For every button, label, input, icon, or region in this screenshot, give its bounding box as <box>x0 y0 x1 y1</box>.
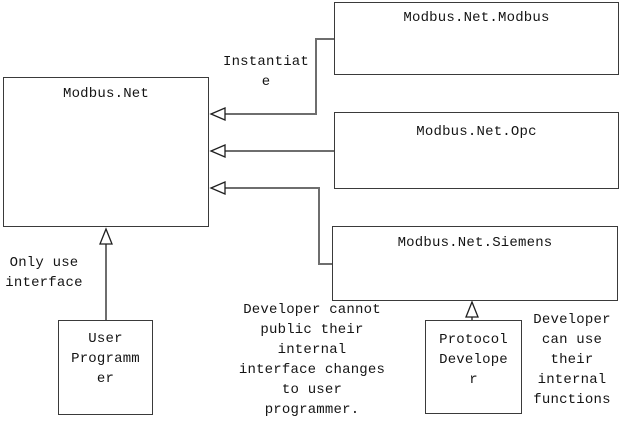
annotation-instantiate: Instantiat e <box>211 52 321 92</box>
box-title-line: r <box>469 372 478 388</box>
annotation-line: to user <box>281 382 343 398</box>
box-title: Modbus.Net.Modbus <box>403 10 550 26</box>
box-title: Modbus.Net.Opc <box>416 124 537 140</box>
annotation-line: interface <box>5 275 83 291</box>
annotation-line: internal <box>277 342 347 358</box>
box-modbus-net-siemens: Modbus.Net.Siemens <box>332 226 618 301</box>
opc-arrowhead-icon <box>209 144 226 158</box>
annotation-only-use-interface: Only use interface <box>0 253 88 293</box>
box-modbus-net-opc: Modbus.Net.Opc <box>334 112 619 189</box>
box-protocol-developer: Protocol Develope r <box>425 320 522 414</box>
annotation-line: interface changes <box>238 362 386 378</box>
annotation-line: Developer <box>533 312 611 328</box>
protocol-developer-arrowhead-icon <box>465 300 479 318</box>
annotation-line: can use <box>541 332 603 348</box>
annotation-developer-cannot: Developer cannot public their internal i… <box>227 300 397 420</box>
instantiate-arrowhead-icon <box>209 107 226 121</box>
box-title: Modbus.Net <box>62 86 149 102</box>
annotation-line: functions <box>533 392 611 408</box>
box-title-line: Protocol <box>439 332 508 348</box>
box-user-programmer: User Programm er <box>58 320 153 415</box>
annotation-line: internal <box>537 372 607 388</box>
annotation-line: public their <box>260 322 364 338</box>
annotation-line: Instantiat <box>222 54 309 70</box>
box-title-line: Programm <box>71 351 140 367</box>
siemens-arrowhead-icon <box>209 181 226 195</box>
annotation-line: e <box>261 74 271 90</box>
annotation-line: their <box>550 352 594 368</box>
box-title-line: User <box>88 331 123 347</box>
annotation-line: programmer. <box>264 402 360 418</box>
annotation-line: Developer cannot <box>243 302 381 318</box>
box-title-line: er <box>96 371 115 387</box>
siemens-connector <box>225 187 332 265</box>
box-title-line: Develope <box>439 352 508 368</box>
box-title: Modbus.Net.Siemens <box>397 235 553 251</box>
annotation-line: Only use <box>9 255 79 271</box>
box-modbus-net: Modbus.Net <box>3 77 209 227</box>
annotation-developer-can-use: Developer can use their internal functio… <box>517 310 624 410</box>
user-programmer-arrowhead-icon <box>99 227 113 245</box>
box-modbus-net-modbus: Modbus.Net.Modbus <box>334 2 619 75</box>
